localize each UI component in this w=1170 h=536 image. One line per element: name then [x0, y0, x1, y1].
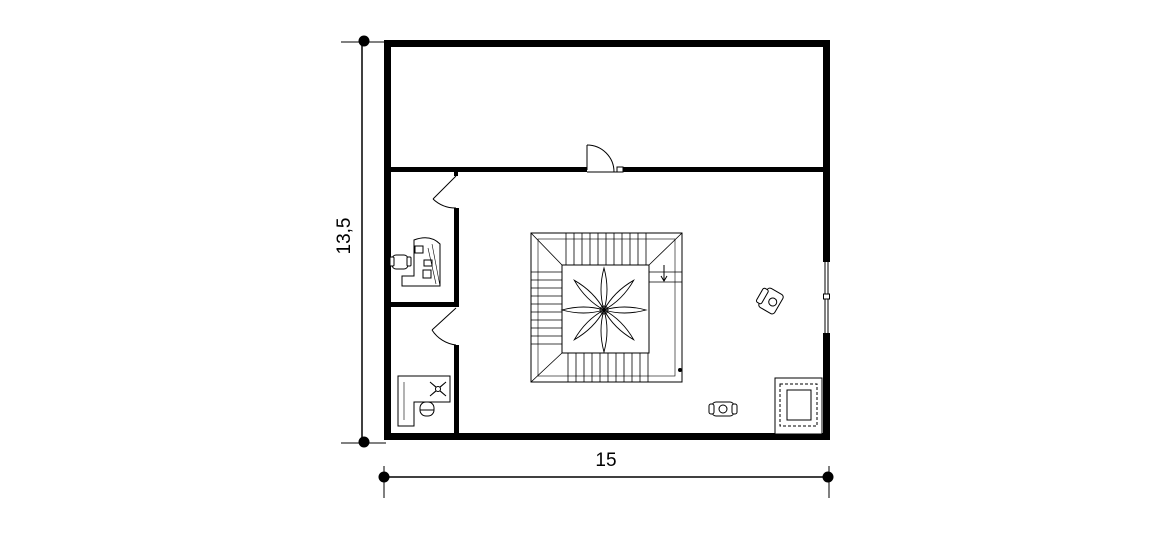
staircase-icon: [530, 232, 683, 383]
armchair-icon: [755, 287, 784, 315]
dimension-dot: [358, 436, 370, 448]
dimension-dot: [822, 471, 834, 483]
door-icon: [431, 307, 457, 346]
dimension-dot: [358, 35, 370, 47]
height-label: 13,5: [334, 218, 355, 255]
window-icon: [823, 262, 830, 333]
door-icon: [586, 144, 624, 173]
plant-icon: [560, 266, 648, 354]
elevator-icon: [774, 377, 823, 435]
office-chair-icon: [389, 254, 412, 270]
armchair-icon: [708, 401, 738, 417]
desk-icon: [401, 237, 441, 287]
dimension-dot: [378, 471, 390, 483]
desk-icon: [397, 375, 451, 427]
office-chair-icon: [419, 401, 435, 417]
width-label: 15: [595, 450, 616, 471]
door-icon: [432, 175, 457, 209]
exterior-walls: [384, 40, 830, 440]
plant-icon: [429, 381, 447, 397]
interior-walls: [384, 167, 830, 437]
